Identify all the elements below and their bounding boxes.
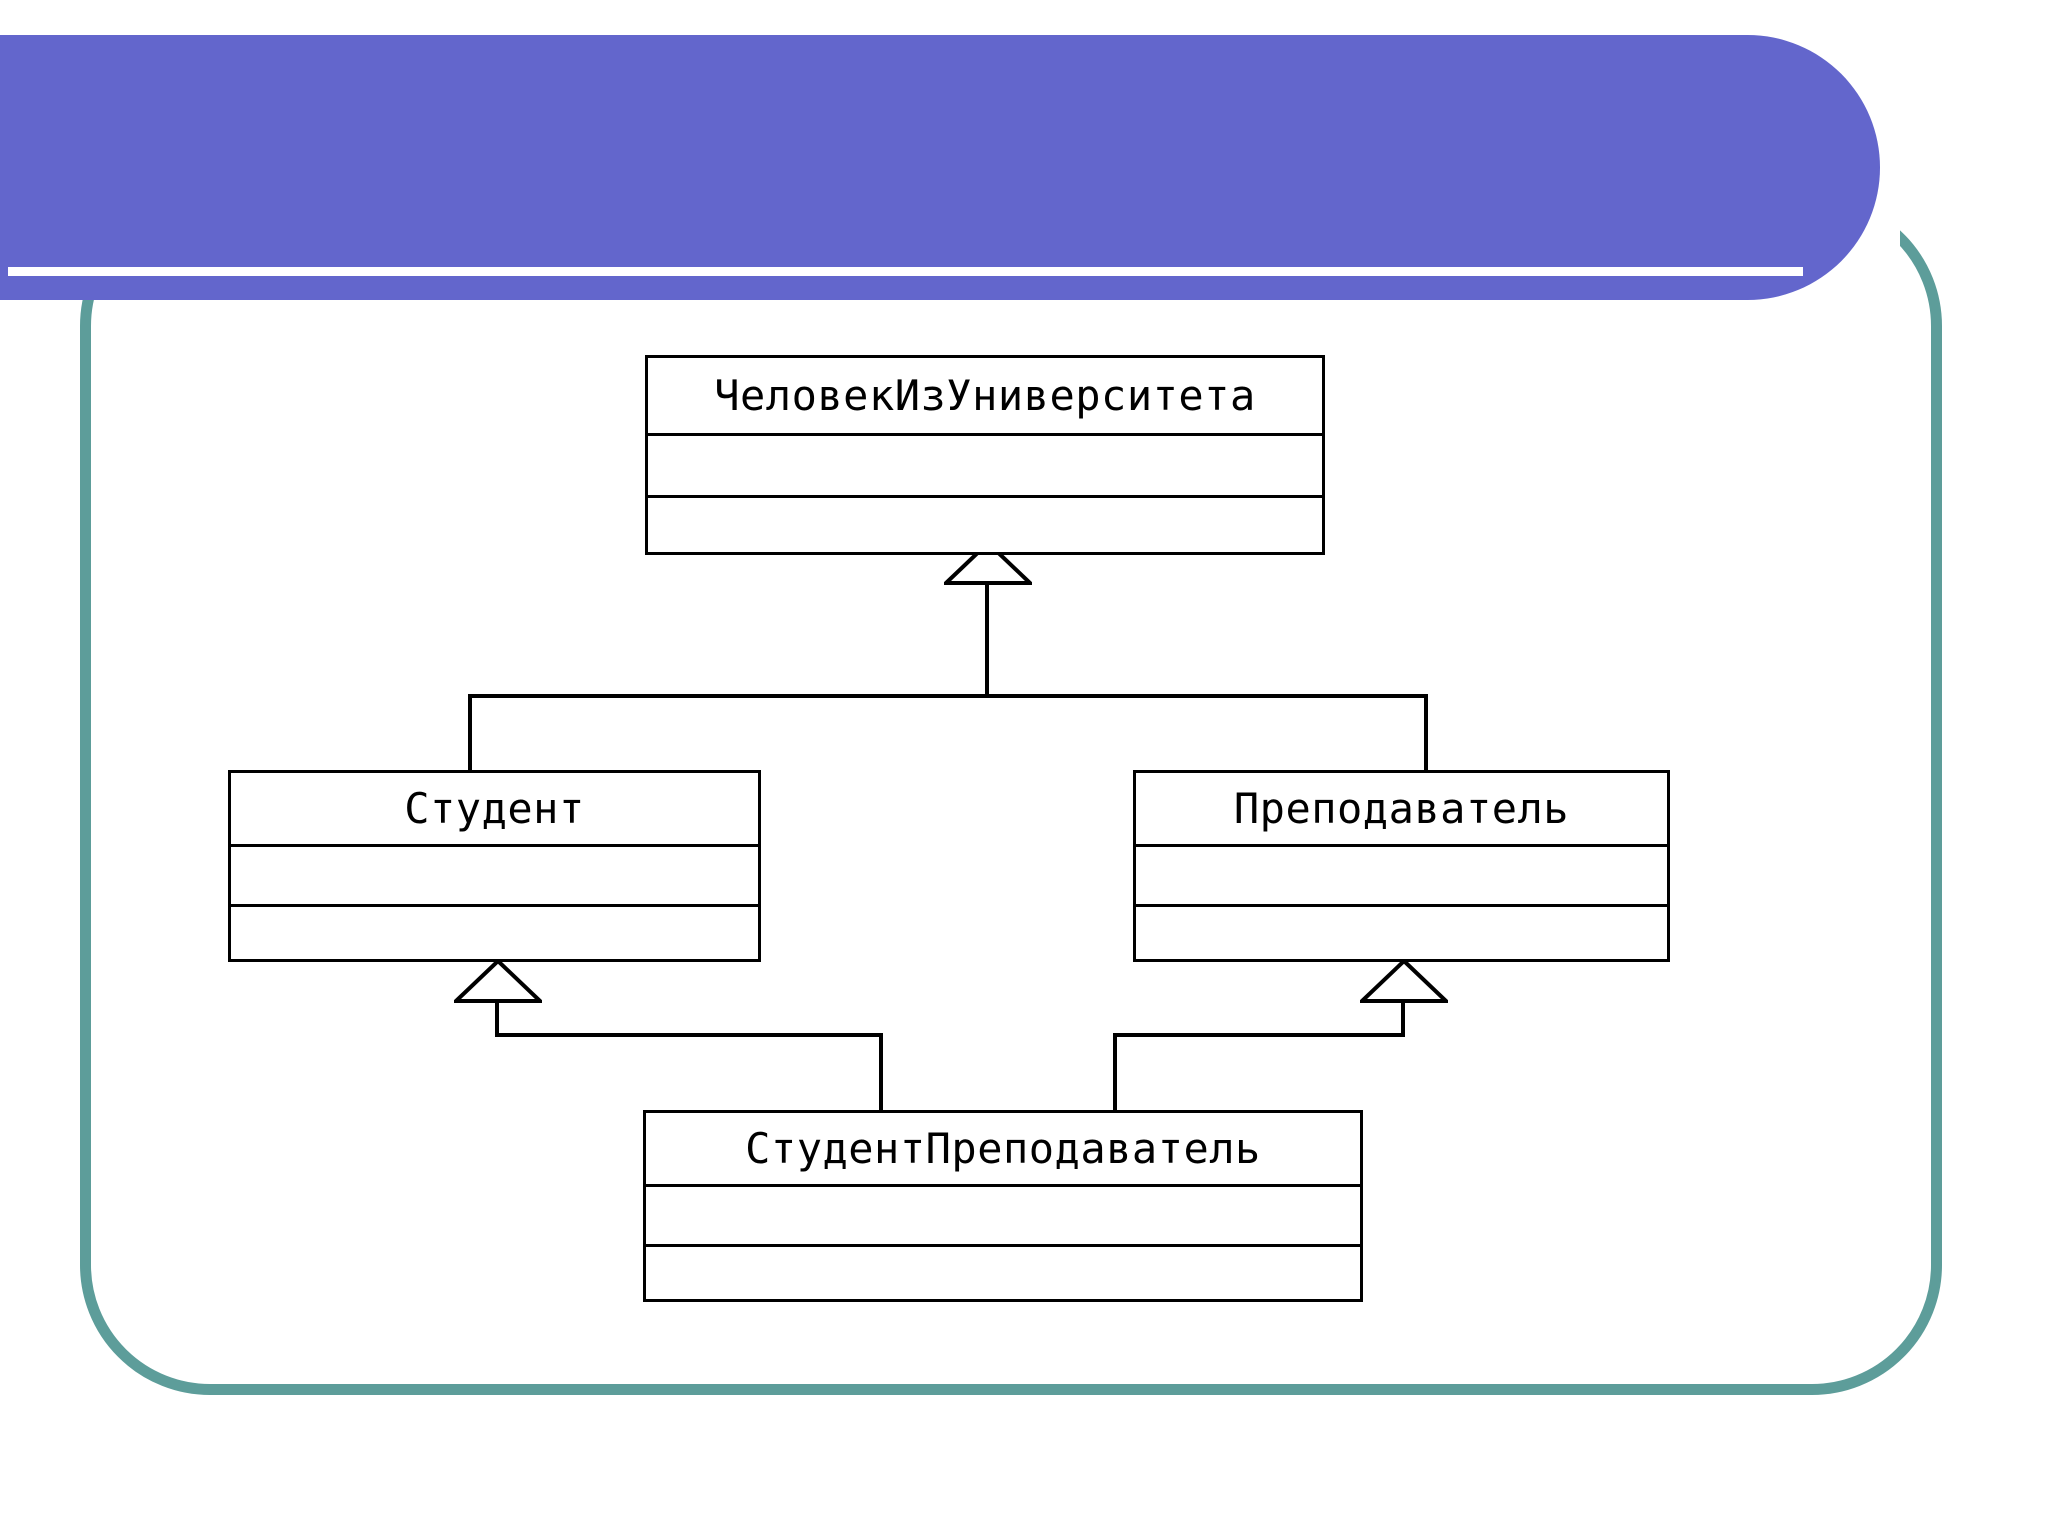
- uml-class-name: Студент: [231, 773, 758, 848]
- generalization-arrow-student: [454, 959, 542, 1003]
- edge-drop-student: [468, 694, 472, 772]
- edge-drop-left-child: [879, 1033, 883, 1111]
- edge-drop-teacher: [1424, 694, 1428, 772]
- uml-class-name: СтудентПреподаватель: [646, 1113, 1360, 1188]
- title-banner: [0, 35, 1880, 300]
- uml-class-name: ЧеловекИзУниверситета: [648, 358, 1322, 436]
- edge-stub-teacher-child: [1401, 999, 1405, 1036]
- edge-horizontal-left-child: [495, 1033, 883, 1037]
- generalization-arrow-top: [944, 541, 1032, 585]
- title-banner-layer: [0, 0, 2048, 330]
- uml-class-name: Преподаватель: [1136, 773, 1667, 848]
- generalization-arrow-teacher: [1360, 959, 1448, 1003]
- uml-class-attributes: [646, 1187, 1360, 1247]
- edge-stub-student-child: [495, 999, 499, 1036]
- edge-drop-right-child: [1113, 1033, 1117, 1111]
- uml-class-operations: [1136, 907, 1667, 959]
- uml-class-operations: [231, 907, 758, 959]
- uml-class-attributes: [231, 847, 758, 907]
- edge-horizontal-bar: [468, 694, 1428, 698]
- uml-class-attributes: [648, 436, 1322, 498]
- uml-class-student[interactable]: Студент: [228, 770, 761, 962]
- uml-class-teacher[interactable]: Преподаватель: [1133, 770, 1670, 962]
- title-underline: [8, 267, 1803, 276]
- uml-class-person-from-university[interactable]: ЧеловекИзУниверситета: [645, 355, 1325, 555]
- uml-class-operations: [646, 1247, 1360, 1299]
- edge-parent-stub: [985, 580, 989, 697]
- uml-class-attributes: [1136, 847, 1667, 907]
- uml-class-operations: [648, 498, 1322, 552]
- uml-class-student-teacher[interactable]: СтудентПреподаватель: [643, 1110, 1363, 1302]
- edge-horizontal-right-child: [1113, 1033, 1405, 1037]
